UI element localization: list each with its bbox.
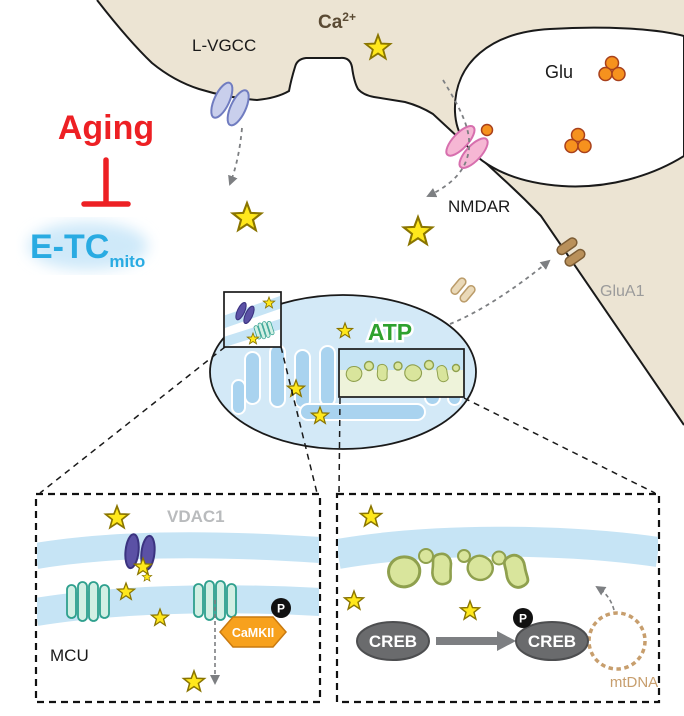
mcu-label: MCU: [50, 646, 89, 665]
lvgcc-label: L-VGCC: [192, 36, 256, 55]
trafficking-ampa-receptor: [450, 277, 476, 303]
glutamate-vesicle: [598, 55, 626, 82]
creb-label: CREB: [528, 632, 576, 651]
creb-oval: [356, 621, 430, 661]
phospho-badge: [513, 608, 533, 628]
zoom-connector-line: [39, 346, 226, 494]
glua1-receptor: [556, 237, 586, 267]
zoom-connector-line: [280, 346, 318, 494]
receptor-trafficking-arrow: [449, 259, 551, 325]
zoom-connector-line: [338, 397, 341, 494]
creb-activation-arrowhead: [497, 631, 516, 651]
creb-signaling-zoom-panel: CREB CREB P mtDNA: [335, 492, 661, 704]
zoom-connector-line: [463, 397, 656, 494]
vdac1-label: VDAC1: [167, 507, 225, 526]
phospho-badge: [271, 598, 291, 618]
aging-label: Aging: [58, 109, 154, 147]
calcium-uptake-zoom-panel: CaMKII P VDAC1 MCU: [34, 492, 322, 704]
glu-label: Glu: [545, 62, 573, 82]
mtdna-circle: [587, 611, 647, 671]
etc-complex-blobs-mini: [344, 359, 461, 384]
etc-complex-blobs: [384, 548, 532, 592]
outer-membrane-band: [37, 532, 319, 569]
etc-mito-label: E-TCmito: [30, 228, 145, 271]
plasma-membrane: [96, 0, 684, 426]
calcium-ion-star: [231, 201, 263, 232]
phospho-label: P: [277, 602, 285, 616]
glua1-label: GluA1: [600, 283, 645, 300]
camkii-label: CaMKII: [232, 626, 274, 640]
etc-glow: [28, 222, 148, 270]
etc-inset-box: [338, 348, 465, 398]
calcium-influx-arrow-nmdar: [426, 79, 471, 198]
creb-label: CREB: [369, 632, 417, 651]
calcium-label: Ca2+: [318, 10, 356, 33]
presynaptic-terminal: [453, 26, 684, 188]
creb-oval: [515, 621, 589, 661]
mtdna-transcription-arrow: [595, 585, 615, 611]
inner-membrane-band: [338, 526, 658, 569]
glutamate-vesicle: [564, 127, 592, 154]
mtdna-label: mtDNA: [610, 674, 658, 691]
phospho-label: P: [519, 612, 527, 626]
aging-inhibition-bar: [81, 157, 131, 207]
calcium-influx-arrow-lvgcc: [228, 127, 243, 186]
calcium-ion-star: [402, 215, 434, 246]
nmdar-label: NMDAR: [448, 197, 510, 216]
atp-label: ATP: [368, 319, 412, 345]
mito-surface-inset-box: [223, 291, 282, 348]
glutamate-bound-dot: [480, 123, 494, 137]
camkii-hexagon: [219, 616, 287, 648]
